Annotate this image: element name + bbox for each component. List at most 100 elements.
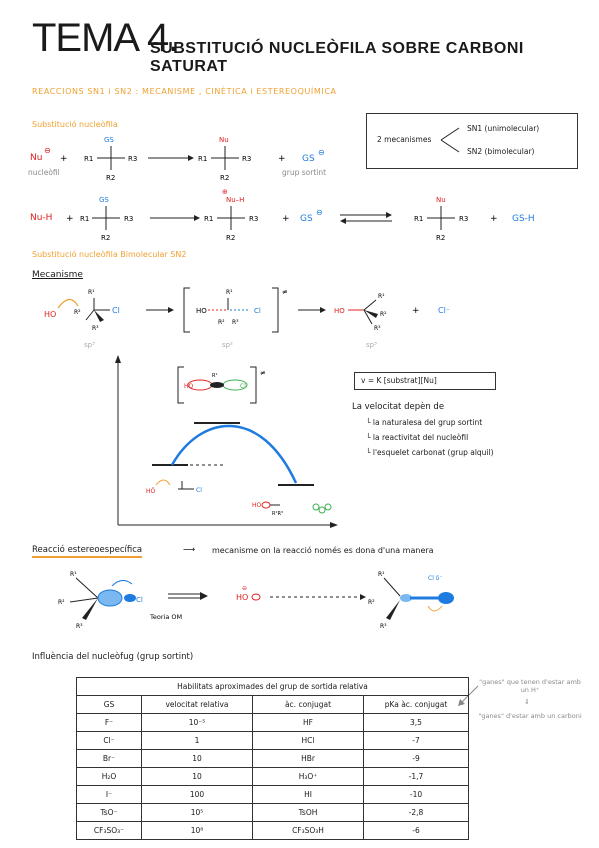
mechanisms-label: 2 mecanismes [377,135,432,144]
substitution-scheme: Nu ⊖ + R1 GS R3 R2 R1 Nu R3 R2 + GS ⊖ Nu… [30,136,535,242]
om-scheme: R¹ R² R³ Cl Teoria OM HO ⊖ R¹ R² R³ Cl δ… [58,571,454,630]
table-header-row: GS velocitat relativa àc. conjugat pKa à… [76,695,469,714]
svg-text:R2: R2 [101,234,110,242]
svg-text:R2: R2 [436,234,445,242]
svg-text:Cl: Cl [136,596,143,604]
reaction-curve [170,424,298,484]
svg-text:Cl: Cl [112,306,120,315]
table-cell: H₃O⁺ [252,767,364,786]
factor-text: l'esquelet carbonat (grup alquil) [372,448,494,457]
gs-label: GS [104,136,114,144]
svg-text:R3: R3 [242,155,251,163]
table-cell: -1,7 [363,767,469,786]
column-header: pKa àc. conjugat [363,695,469,714]
nucleophile-label: nucleòfil [28,168,60,177]
sn2-label: SN2 (bimolecular) [467,147,535,156]
leaving-group: GS [302,154,315,164]
svg-text:⊕: ⊕ [222,188,228,196]
branch-arrows [440,127,460,153]
table-cell: HF [252,713,364,732]
mechanisms-box: 2 mecanismes SN1 (unimolecular) SN2 (bim… [366,113,578,169]
nucleophile-symbol: Nu [30,153,42,163]
column-header: àc. conjugat [252,695,364,714]
table-cell: CF₃SO₃⁻ [76,821,142,840]
negative-charge: ⊖ [44,146,51,155]
svg-text:R³: R³ [374,325,381,332]
svg-text:R²: R² [74,309,81,316]
factor-text: la naturalesa del grup sortint [372,418,483,427]
r3-label: R3 [128,155,137,163]
plus-sign: + [60,154,68,164]
factor-item: └ la reactivitat del nucleòfil [366,433,469,442]
factor-item: └ l'esquelet carbonat (grup alquil) [366,448,494,457]
svg-text:HO: HO [44,310,56,319]
svg-text:R³: R³ [380,623,387,630]
svg-text:GS: GS [300,214,313,224]
svg-text:R1: R1 [80,215,89,223]
stereospecific-heading: Reacció estereoespecífica [32,545,143,558]
table-cell: 10⁻⁵ [141,713,253,732]
svg-text:Cl: Cl [196,487,202,494]
table-cell: Cl⁻ [76,731,142,750]
table-cell: HBr [252,749,364,768]
svg-text:R³: R³ [232,319,239,326]
gs-h-symbol: GS-H [512,214,535,224]
svg-text:+: + [282,214,290,224]
table-cell: Br⁻ [76,749,142,768]
table-cell: 1 [141,731,253,750]
svg-text:Nu–H: Nu–H [226,196,244,204]
svg-text:Cl: Cl [254,307,261,315]
svg-text:Nu: Nu [436,196,446,204]
table-cell: H₂O [76,767,142,786]
svg-text:R¹: R¹ [226,289,233,296]
svg-text:Nu: Nu [219,136,229,144]
svg-text:⊖: ⊖ [316,208,323,217]
leaving-group-label: grup sortint [282,168,327,177]
svg-text:R¹: R¹ [88,289,95,296]
table-cell: F⁻ [76,713,142,732]
section-heading-sn2: Substitució nucleòfila Bimolecular SN2 [32,250,187,259]
svg-text:R3: R3 [459,215,468,223]
svg-text:R1: R1 [198,155,207,163]
svg-text:R²: R² [218,319,225,326]
table-cell: -10 [363,785,469,804]
svg-text:R1: R1 [204,215,213,223]
arrow-glyph: ⟶ [183,545,196,555]
sn2-mechanism: HO R¹ R² R³ Cl sp³ ≠ HO R¹ R² R³ Cl sp² … [44,287,450,349]
table-cell: TsOH [252,803,364,822]
table-cell: TsO⁻ [76,803,142,822]
svg-text:HO: HO [252,502,262,509]
side-note-carbon: "ganes" d'estar amb un carboni [478,712,582,720]
mechanism-heading: Mecanisme [32,270,83,280]
table-cell: -9 [363,749,469,768]
r2-label: R2 [106,174,115,182]
svg-text:R2: R2 [226,234,235,242]
svg-text:+: + [278,154,286,164]
nu-h-symbol: Nu-H [30,213,52,223]
svg-text:R¹: R¹ [70,571,77,578]
section-heading-substitution: Substitució nucleòfila [32,120,118,129]
table-cell: HCl [252,731,364,750]
svg-text:sp²: sp² [222,341,233,349]
svg-text:≠: ≠ [260,369,266,377]
page-title: SUBSTITUCIÓ NUCLEÒFILA SOBRE CARBONI SAT… [150,40,524,75]
table-cell: 100 [141,785,253,804]
table-cell: 3,5 [363,713,469,732]
svg-text:+: + [412,306,420,316]
table-cell: -7 [363,731,469,750]
leaving-group-heading: Influència del nucleòfug (grup sortint) [32,652,194,662]
svg-text:R¹: R¹ [378,293,385,300]
velocity-intro: La velocitat depèn de [352,402,445,412]
svg-text:⊖: ⊖ [318,148,325,157]
svg-text:HÖ: HÖ [146,488,156,495]
svg-text:sp³: sp³ [366,341,377,349]
energy-diagram: ≠ HO Cl R¹ HÖ Cl HO R²R³ [115,355,338,528]
svg-text:R3: R3 [124,215,133,223]
table-cell: 10⁵ [141,803,253,822]
